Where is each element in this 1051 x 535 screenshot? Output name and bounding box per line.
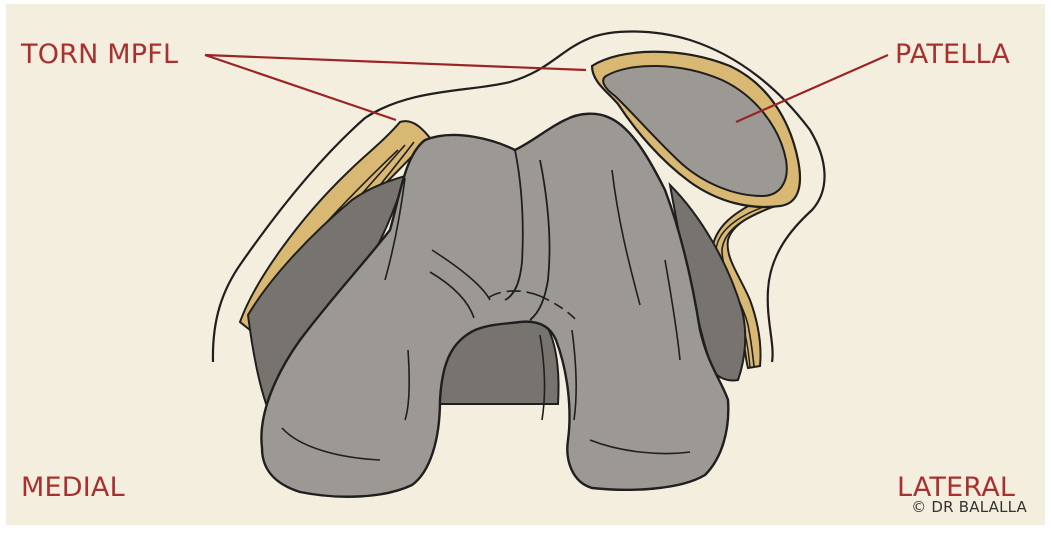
medial-label: MEDIAL — [21, 474, 125, 501]
femur-condyles — [261, 114, 728, 497]
lateral-label: LATERAL — [897, 474, 1015, 501]
copyright-credit: © DR BALALLA — [911, 498, 1027, 516]
torn-mpfl-leader-line — [205, 55, 396, 120]
patella-label: PATELLA — [895, 41, 1010, 68]
torn-mpfl-label: TORN MPFL — [21, 41, 178, 68]
torn-mpfl-leader-line — [205, 55, 586, 70]
